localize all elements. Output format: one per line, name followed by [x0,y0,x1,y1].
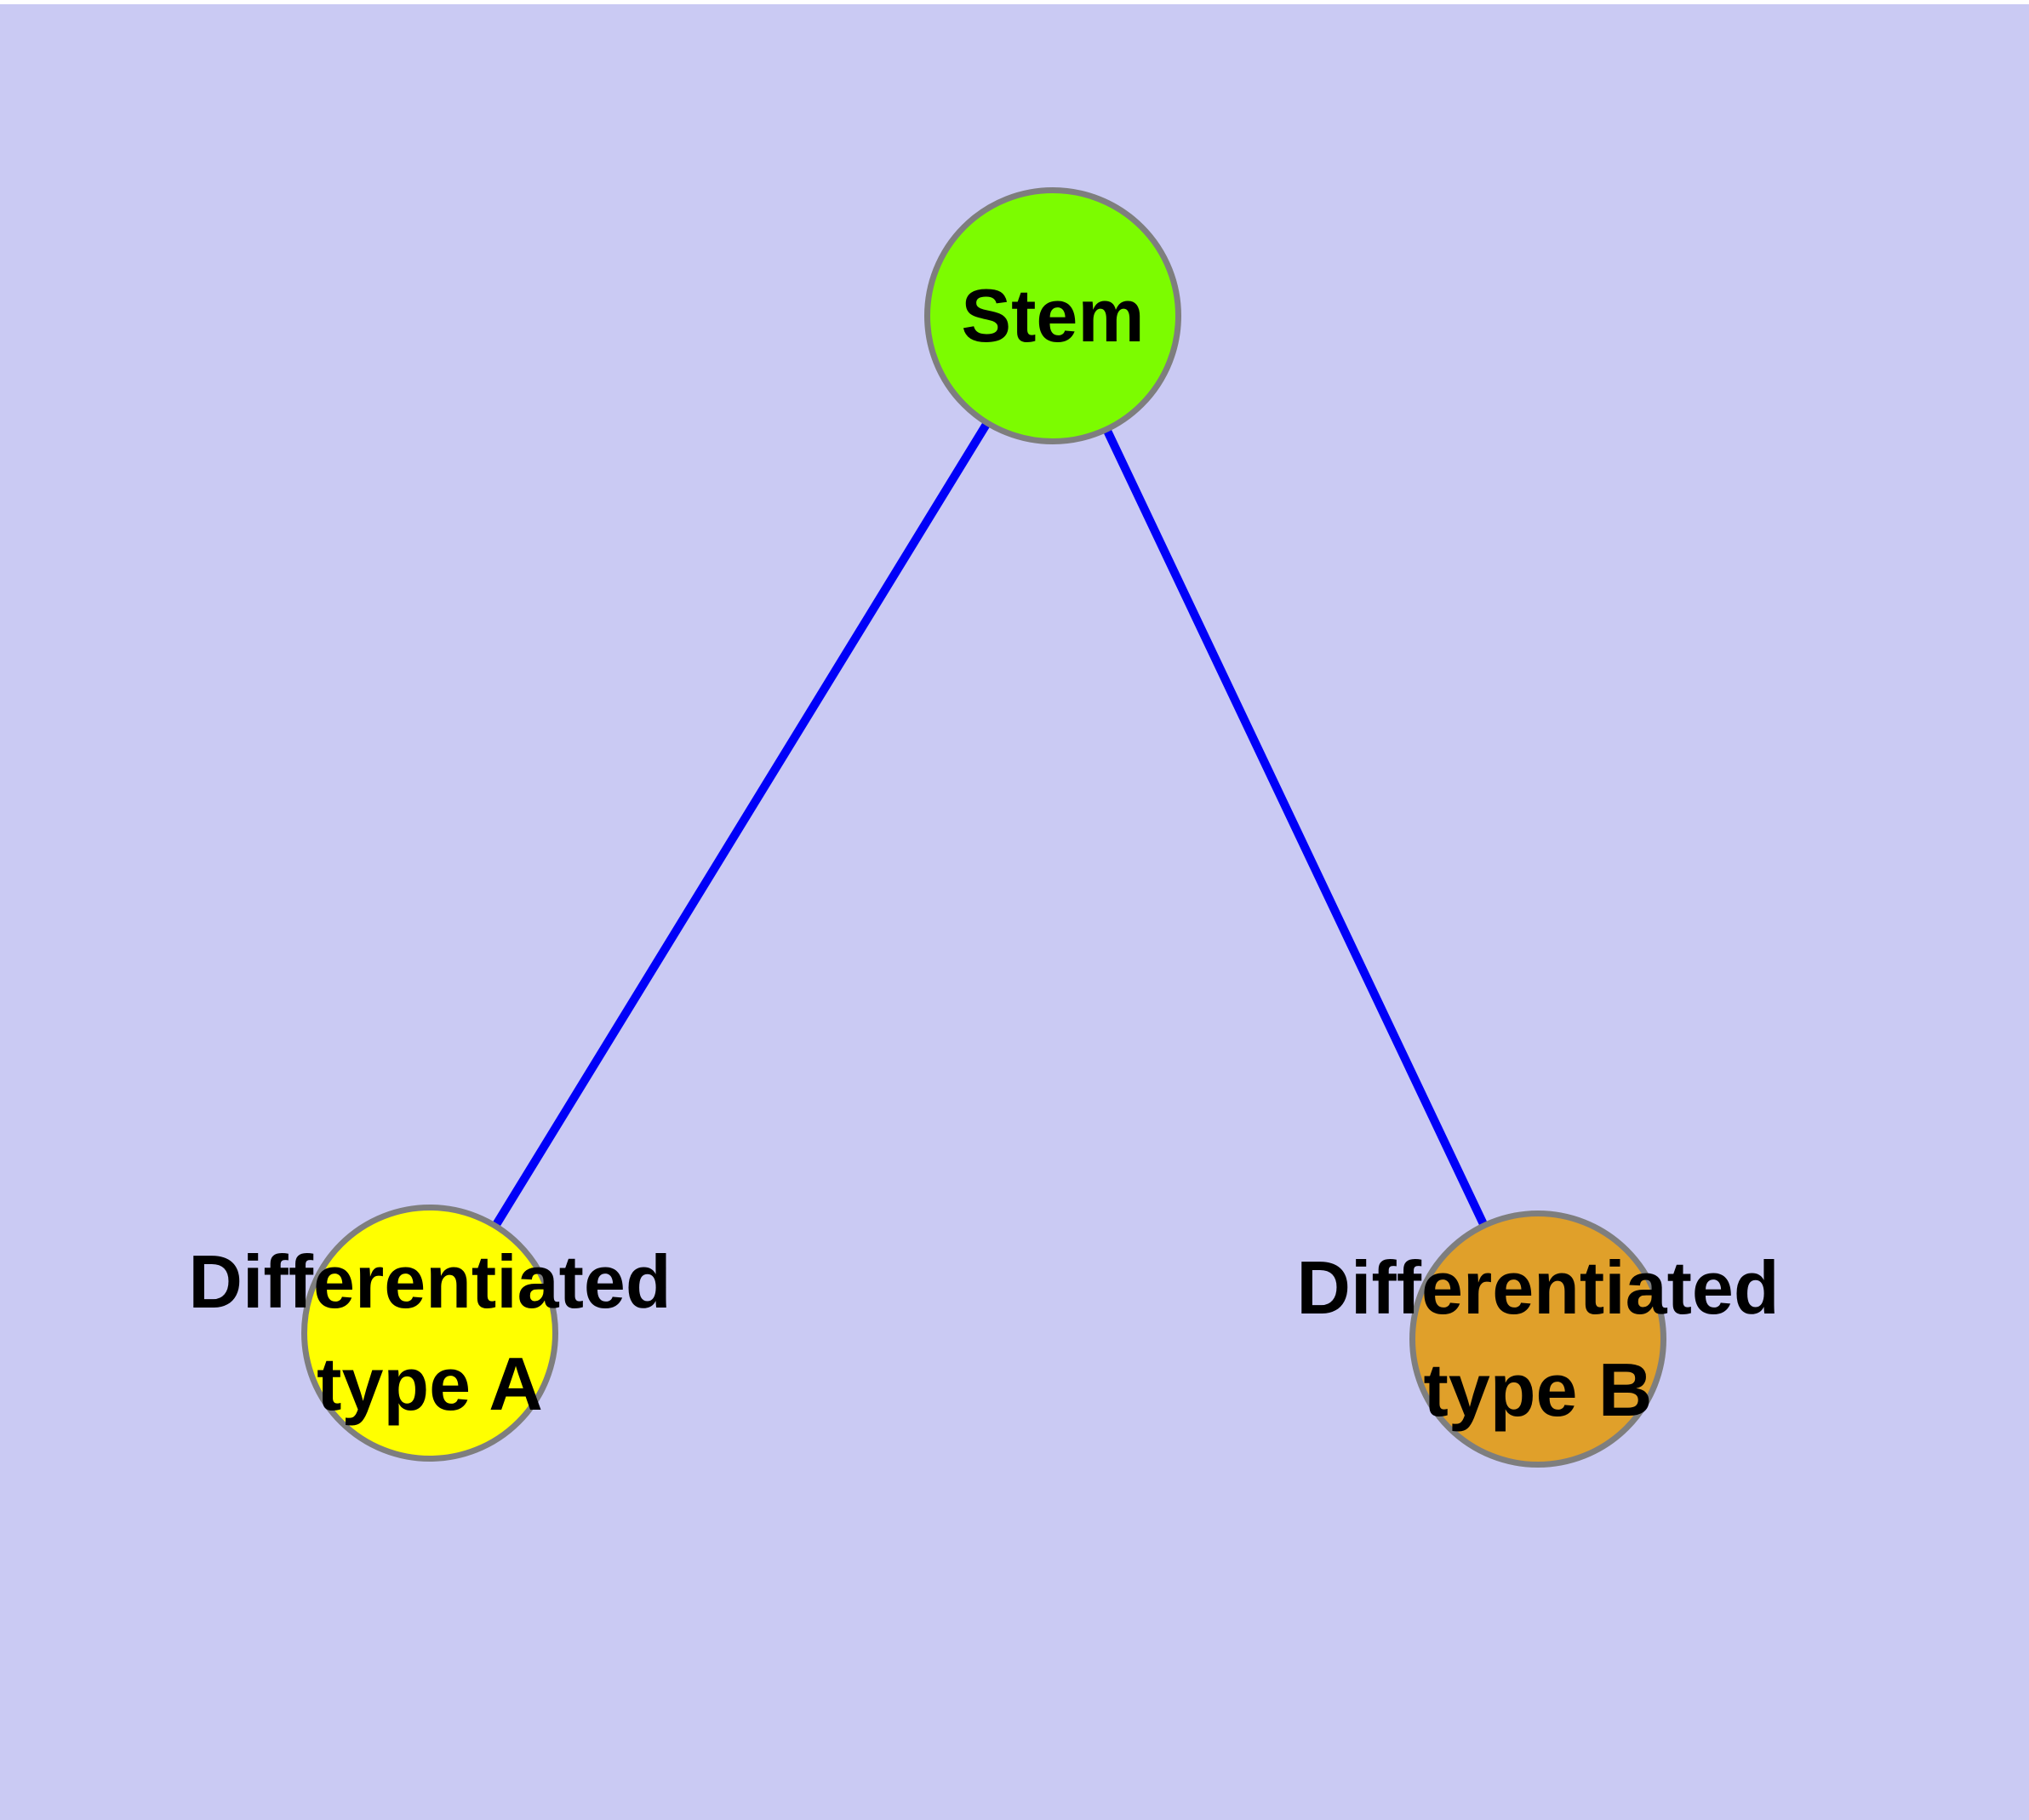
node-type-a-label-line-1: Differentiated [188,1239,672,1324]
node-differentiated-type-a [301,1205,558,1462]
node-type-b-label-line-2: type B [1423,1348,1653,1432]
node-differentiated-type-b-label: Differentiated type B [1296,1237,1779,1441]
node-differentiated-type-a-label: Differentiated type A [188,1231,671,1435]
node-stem-label: Stem [961,265,1144,367]
edge-stem-to-type-b [1049,313,1542,1342]
edge-stem-to-type-a [426,313,1057,1336]
node-differentiated-type-b [1409,1210,1666,1468]
node-stem-label-line: Stem [961,273,1145,358]
node-type-a-label-line-2: type A [317,1342,543,1426]
node-type-b-label-line-1: Differentiated [1296,1245,1780,1330]
top-edge-strip [0,0,2029,4]
node-stem [924,187,1181,444]
